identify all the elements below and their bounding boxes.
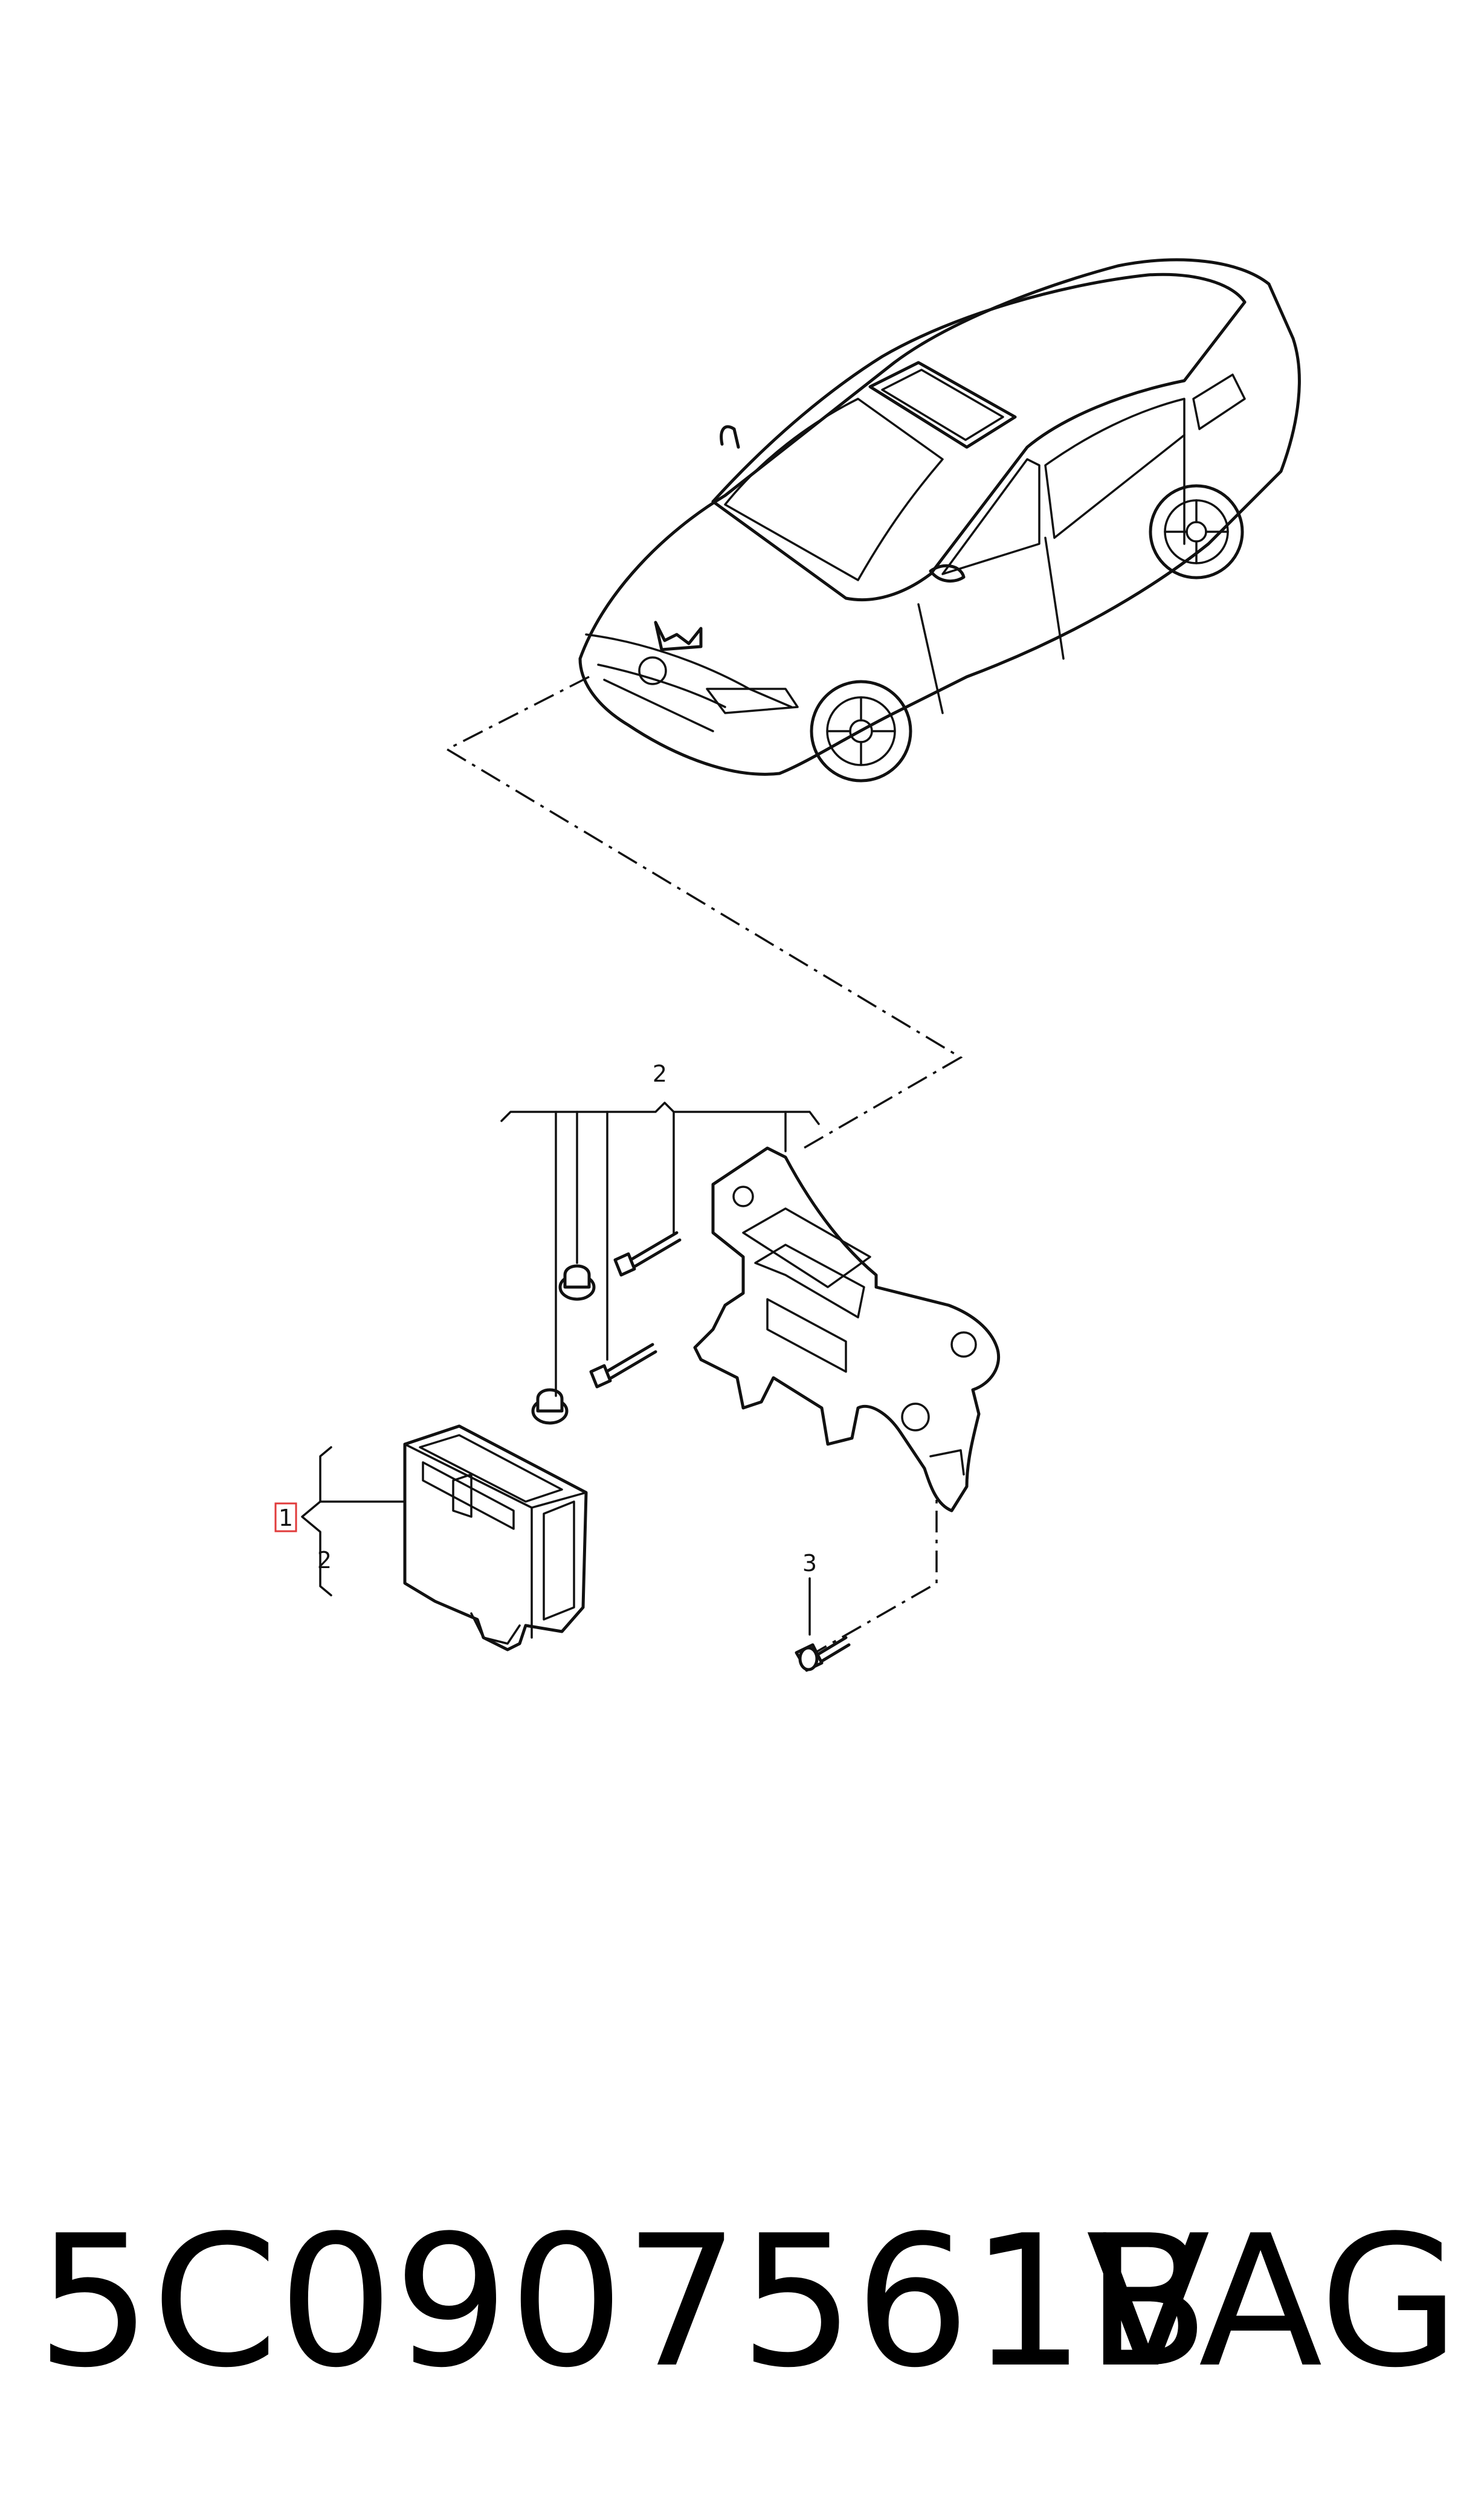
brand-text: VAG [1086,2197,1460,2407]
callout-lines [301,1102,820,1596]
callout-item-2-top[interactable]: 2 [653,1060,667,1087]
part-number-text: 5C0907561B [36,2197,1210,2407]
control-module [403,1424,588,1651]
mounting-bracket [693,1146,1001,1512]
car-illustration [578,258,1301,783]
screw-item-3 [795,1577,851,1672]
callout-item-1[interactable]: 1 [279,1505,293,1531]
callout-item-2-left[interactable]: 2 [317,1547,332,1574]
callout-labels: 1 2 2 3 [274,1060,817,1577]
item-1-highlight-box [274,1502,297,1532]
callout-item-3[interactable]: 3 [802,1550,817,1577]
fasteners-item-2 [531,1231,682,1425]
exploded-parts-diagram: 1 2 2 3 [274,258,1301,1672]
